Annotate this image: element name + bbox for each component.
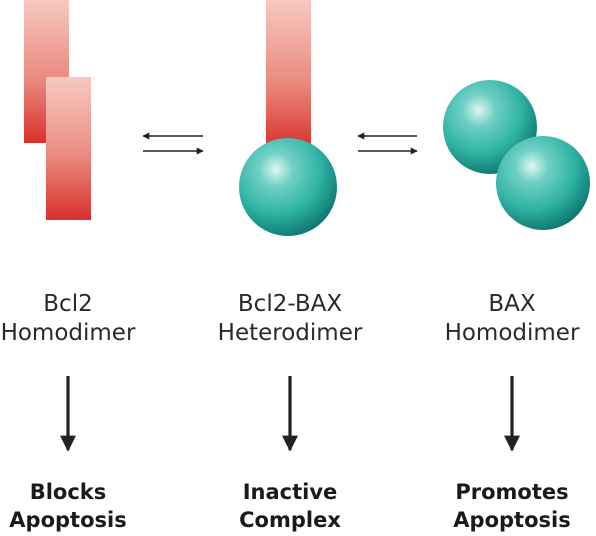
- bcl2-homodimer-shape: [24, 0, 91, 220]
- bax-monomer: [239, 138, 337, 236]
- bcl2-bax-heterodimer-shape: [239, 0, 337, 236]
- outcome-line: Apoptosis: [453, 508, 571, 532]
- label-line: Homodimer: [444, 320, 580, 346]
- label-line: Bcl2: [43, 291, 93, 317]
- equilibrium-arrows-left: [142, 132, 204, 155]
- label-line: BAX: [488, 291, 536, 317]
- outcome-line: Inactive: [242, 480, 338, 504]
- outcome-line: Promotes: [455, 480, 569, 504]
- bcl2-monomer: [266, 0, 311, 150]
- outcome-inactive-complex: Inactive Complex: [200, 478, 380, 534]
- label-bcl2-homodimer: Bcl2 Homodimer: [0, 290, 158, 348]
- label-line: Homodimer: [0, 320, 136, 346]
- label-line: Heterodimer: [217, 320, 363, 346]
- outcome-line: Complex: [239, 508, 341, 532]
- bax-homodimer-shape: [443, 80, 590, 230]
- outcome-promotes-apoptosis: Promotes Apoptosis: [422, 478, 596, 534]
- label-bcl2-bax-heterodimer: Bcl2-BAX Heterodimer: [200, 290, 380, 348]
- label-bax-homodimer: BAX Homodimer: [422, 290, 596, 348]
- equilibrium-arrows-right: [357, 132, 418, 155]
- outcome-line: Blocks: [29, 480, 107, 504]
- label-line: Bcl2-BAX: [237, 291, 343, 317]
- outcome-blocks-apoptosis: Blocks Apoptosis: [0, 478, 158, 534]
- bcl2-monomer-front: [46, 77, 91, 220]
- outcome-line: Apoptosis: [9, 508, 127, 532]
- outcome-arrows: [60, 376, 520, 452]
- bax-monomer-front: [496, 136, 590, 230]
